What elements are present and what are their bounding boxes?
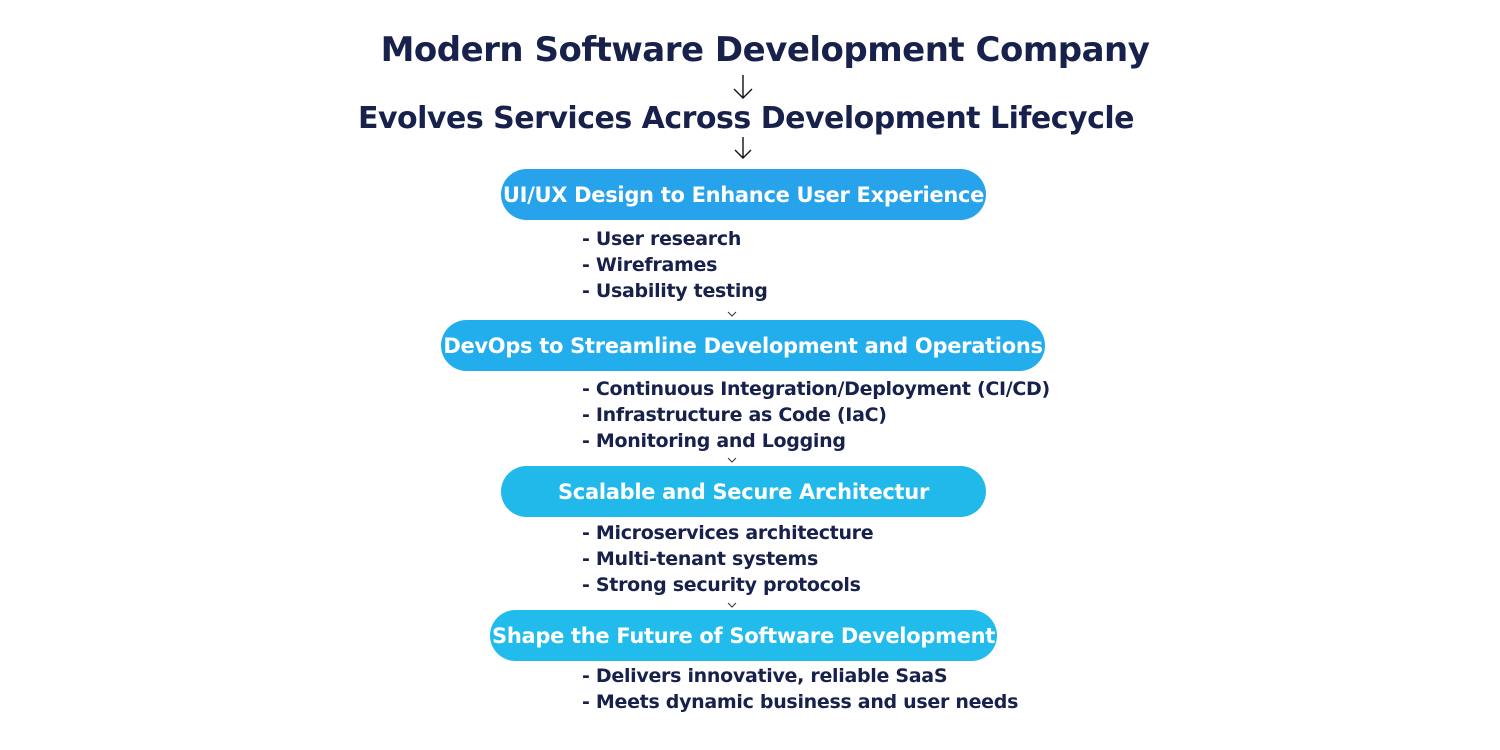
step-4-bullets: - Delivers innovative, reliable SaaS - M… [582, 663, 1018, 715]
step-4-label: Shape the Future of Software Development [492, 623, 995, 648]
step-1-label: UI/UX Design to Enhance User Experience [502, 182, 985, 207]
bullet-item: - Meets dynamic business and user needs [582, 691, 1019, 713]
step-2-label: DevOps to Streamline Development and Ope… [443, 333, 1043, 358]
bullet-item: - User research [582, 228, 742, 250]
arrow-down-icon [732, 136, 754, 160]
bullet-item: - Wireframes [582, 254, 718, 276]
step-3-bullets: - Microservices architecture - Multi-ten… [582, 520, 874, 598]
bullet-item: - Microservices architecture [582, 522, 874, 544]
diagram-subtitle-text: Evolves Services Across Development Life… [357, 101, 1135, 136]
bullet-item: - Continuous Integration/Deployment (CI/… [582, 378, 1050, 400]
chevron-down-icon [727, 602, 737, 608]
chevron-down-icon [727, 457, 737, 463]
step-3-pill: Scalable and Secure Architectur [501, 466, 986, 517]
step-4-pill: Shape the Future of Software Development [490, 610, 997, 661]
bullet-item: - Delivers innovative, reliable SaaS [582, 665, 948, 687]
diagram-subtitle: Evolves Services Across Development Life… [0, 101, 1500, 136]
step-3-label: Scalable and Secure Architectur [557, 479, 930, 504]
diagram-title-text: Modern Software Development Company [380, 30, 1150, 70]
bullet-item: - Multi-tenant systems [582, 548, 818, 570]
diagram-title: Modern Software Development Company [0, 30, 1500, 70]
step-2-bullets: - Continuous Integration/Deployment (CI/… [582, 376, 1050, 454]
bullet-item: - Monitoring and Logging [582, 430, 846, 452]
step-2-pill: DevOps to Streamline Development and Ope… [441, 320, 1045, 371]
bullet-item: - Strong security protocols [582, 574, 861, 596]
step-1-bullets: - User research - Wireframes - Usability… [582, 226, 768, 304]
arrow-down-icon [732, 74, 754, 99]
step-1-pill: UI/UX Design to Enhance User Experience [501, 169, 986, 220]
chevron-down-icon [727, 311, 737, 317]
bullet-item: - Usability testing [582, 280, 768, 302]
bullet-item: - Infrastructure as Code (IaC) [582, 404, 887, 426]
